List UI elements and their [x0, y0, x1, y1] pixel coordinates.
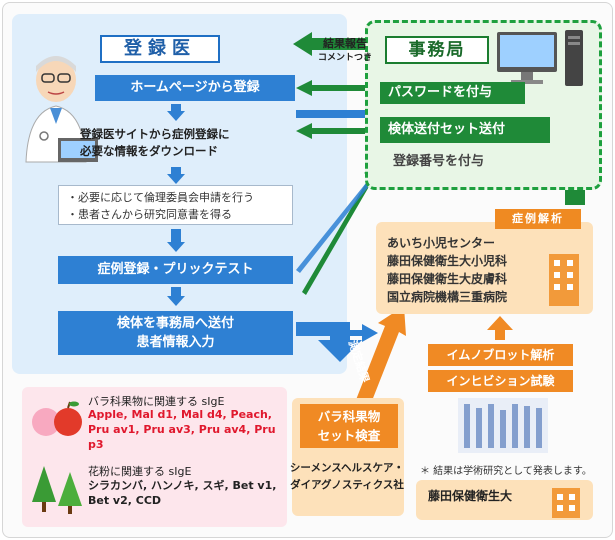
flow-arrow-head [167, 296, 185, 306]
immunoblot-label: イムノブロット解析 [428, 344, 573, 366]
flow-arrow-head [167, 111, 185, 121]
step-send-sample: 検体を事務局へ送付 患者情報入力 [58, 311, 293, 355]
doctor-icon [25, 56, 98, 163]
pollen-sige-title: 花粉に関連する sIgE [88, 465, 192, 478]
flow-arrow [171, 287, 181, 297]
flow-arrow-head [167, 242, 185, 252]
flow-arrow-head [167, 174, 185, 184]
step-ethics-consent: ・必要に応じて倫理委員会申請を行う ・患者さんから研究同意書を得る [58, 185, 293, 225]
institution-list: あいち小児センター 藤田保健衛生大小児科 藤田保健衛生大皮膚科 国立病院機構三重… [387, 234, 507, 306]
registered-doctor-title: 登録医 [100, 35, 220, 63]
siemens-label: シーメンスヘルスケア・ ダイアグノスティクス社 [289, 462, 405, 491]
kit-send-label: 検体送付セット送付 [380, 117, 550, 143]
flow-arrow [171, 104, 181, 112]
hospital-building-icon [549, 254, 579, 306]
office-title: 事務局 [385, 36, 489, 64]
fruit-test-title: バラ科果物 セット検査 [300, 404, 398, 448]
fujita-label: 藤田保健衛生大 [428, 489, 513, 503]
flow-arrow [171, 167, 181, 175]
computer-icon [497, 30, 583, 86]
pollen-tree-icon [32, 466, 82, 514]
password-label: パスワードを付与 [380, 82, 525, 104]
institution-item: 国立病院機構三重病院 [387, 290, 508, 304]
research-note: ＊ 結果は学術研究として発表します。 [420, 466, 592, 477]
institution-item: あいち小児センター [387, 236, 496, 250]
step-homepage-register: ホームページから登録 [95, 75, 295, 101]
berry-sige-list: Apple, Mal d1, Mal d4, Peach, Pru av1, P… [88, 408, 276, 451]
apple-peach-icon [32, 401, 82, 436]
step-case-registration: 症例登録・プリックテスト [58, 256, 293, 284]
pollen-sige-list: シラカンバ, ハンノキ, スギ, Bet v1, Bet v2, CCD [88, 479, 277, 507]
result-report-label: 結果報告 コメントつき [317, 37, 372, 63]
university-building-icon [552, 488, 580, 518]
institution-item: 藤田保健衛生大小児科 [387, 254, 508, 268]
immunoblot-image [458, 398, 548, 453]
registration-number-label: 登録番号を付与 [393, 154, 485, 169]
flow-arrow [171, 229, 181, 243]
inhibition-label: インヒビション試験 [428, 370, 573, 392]
step-download-info: 登録医サイトから症例登録に 必要な情報をダウンロード [80, 127, 230, 158]
case-analysis-tag: 症例解析 [495, 209, 581, 229]
institution-item: 藤田保健衛生大皮膚科 [387, 272, 508, 286]
berry-sige-title: バラ科果物に関連する sIgE [88, 395, 225, 408]
